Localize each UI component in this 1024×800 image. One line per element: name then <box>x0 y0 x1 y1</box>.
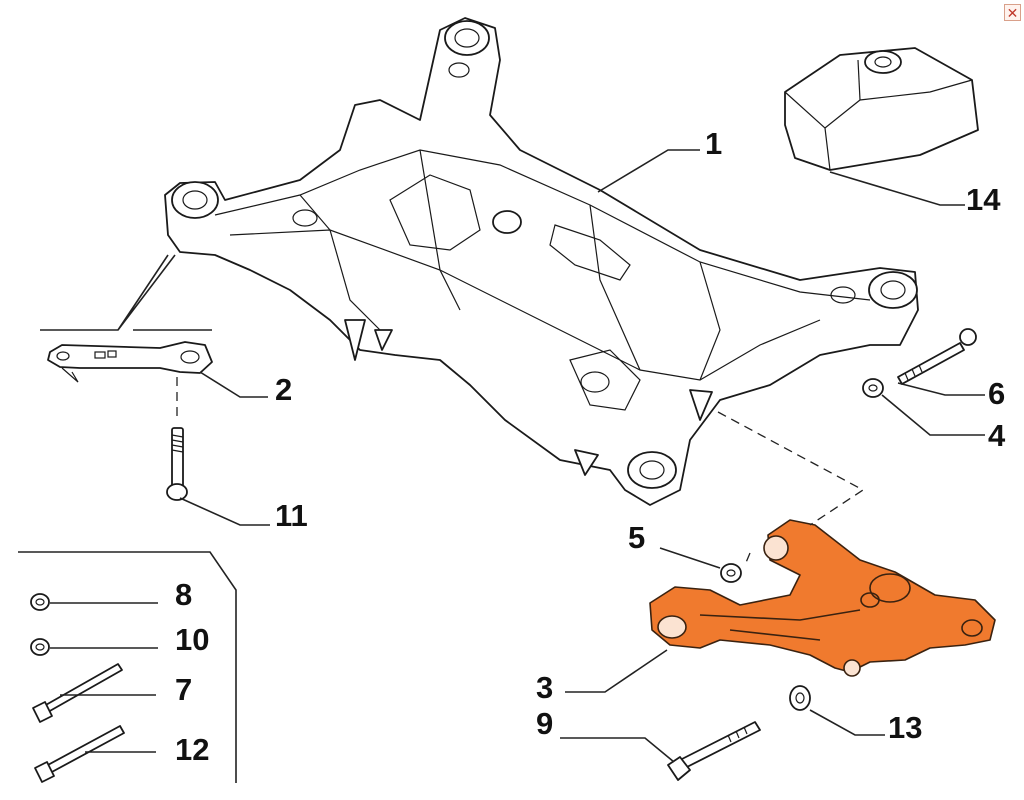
callout-labels: 1 14 2 11 6 4 5 3 9 13 8 10 7 12 <box>175 126 1006 767</box>
alignment-dashes <box>176 377 865 566</box>
bolt-6-part[interactable] <box>897 328 977 385</box>
callout-7: 7 <box>175 672 192 707</box>
bolt-7-part[interactable] <box>32 663 123 723</box>
washer-4-part[interactable] <box>862 378 884 398</box>
close-icon[interactable]: ✕ <box>1004 4 1021 21</box>
callout-6: 6 <box>988 376 1005 411</box>
callout-5: 5 <box>628 520 645 555</box>
callout-14: 14 <box>966 182 1001 217</box>
nut-8-part[interactable] <box>30 593 50 611</box>
lower-control-arm-part[interactable] <box>649 519 996 677</box>
callout-12: 12 <box>175 732 209 767</box>
callout-2: 2 <box>275 372 292 407</box>
callout-3: 3 <box>536 670 553 705</box>
callout-13: 13 <box>888 710 922 745</box>
callout-10: 10 <box>175 622 209 657</box>
nut-10-part[interactable] <box>30 638 50 656</box>
subframe-part[interactable] <box>164 17 919 506</box>
bump-stop-part[interactable] <box>784 47 979 171</box>
callout-8: 8 <box>175 577 192 612</box>
arm-body <box>649 519 996 673</box>
callout-11: 11 <box>275 498 308 533</box>
bracket-part[interactable] <box>47 341 213 383</box>
callout-9: 9 <box>536 706 553 741</box>
leader-lines <box>50 149 985 763</box>
callout-4: 4 <box>988 418 1006 453</box>
bolt-12-part[interactable] <box>34 725 125 783</box>
bolt-9-part[interactable] <box>667 721 761 781</box>
nut-13-part[interactable] <box>789 685 811 711</box>
bracket-detail-frame <box>40 254 212 331</box>
nut-5-part[interactable] <box>720 563 742 583</box>
kit-frame <box>18 551 237 783</box>
callout-1: 1 <box>705 126 722 161</box>
bolt-11-part[interactable] <box>166 427 188 501</box>
